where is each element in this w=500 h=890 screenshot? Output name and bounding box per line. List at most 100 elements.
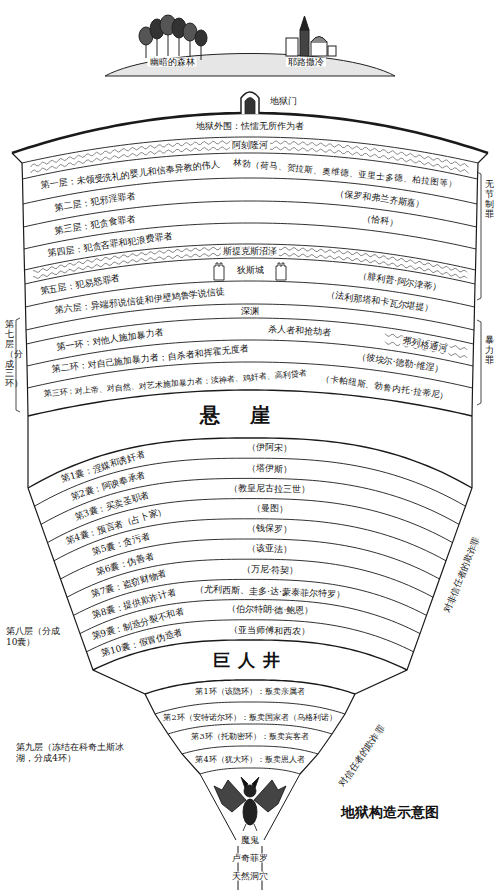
jerusalem-city	[300, 16, 309, 30]
devil-figure	[254, 780, 286, 812]
sin-group-label: 暴力罪	[485, 336, 494, 366]
circle-boundary	[12, 113, 488, 153]
gate-label: 地狱门	[270, 97, 297, 106]
band-label: （该亚法）	[247, 544, 292, 554]
band-label: （万尼·符契）	[241, 565, 298, 575]
hell-gate	[241, 92, 259, 114]
devil-figure	[243, 824, 257, 831]
jerusalem-city	[286, 38, 298, 56]
devil-figure	[243, 799, 257, 825]
band-label: 第1环（该隐环）：叛卖亲属者	[195, 688, 304, 696]
band-label: 第4环（犹大环）：叛卖恩人者	[195, 756, 304, 764]
river-label: 阿刻隆河	[230, 141, 270, 150]
circle-band: 地狱外围：怯懦无所作为者	[12, 109, 488, 167]
circle-band: 第六层：异端邪说信徒和伊壁鸠鲁学说信徒 （法利那塔和卡瓦尔堪提）	[26, 277, 475, 334]
river-label: 弗列格通河	[400, 336, 450, 354]
band-label: 第6囊：伪善者	[95, 551, 155, 576]
band-label: （保罗和弗兰齐斯嘉）	[335, 188, 425, 209]
band-label: 第二层：犯邪淫罪者	[54, 191, 135, 212]
dis-city-tower	[214, 263, 286, 280]
band-label: 第5囊：贪污者	[91, 531, 151, 557]
circle-boundary	[200, 768, 300, 774]
bracket-line	[477, 320, 481, 405]
bracket-line	[16, 172, 481, 412]
band-label: 第10囊：假冒伪造者	[101, 627, 184, 658]
circle-label: 第九层（冻结在科奇土斯冰湖，分成4环）	[16, 742, 138, 765]
circle-outline	[12, 113, 488, 774]
figure-label: 卢奇菲罗	[230, 854, 270, 863]
figure-label: 天然洞穴	[230, 872, 270, 881]
dark-forest	[195, 30, 207, 46]
band-label: 第2环（安特诺尔环）：叛卖国家者（乌格利诺）	[163, 714, 336, 722]
band-label: （伊阿宋）	[247, 443, 292, 453]
band-label: （彼埃尔·德勒·维涅）	[356, 352, 443, 374]
circle-band: 第3环（托勒密环）：叛卖宾客者	[168, 720, 332, 758]
band-label: 第三层：犯贪食罪者	[54, 214, 135, 235]
band-label: 第一层：未领受洗礼的婴儿和信奉异教的伟人	[40, 160, 220, 191]
river-wave	[33, 253, 467, 279]
band-label: 巨人井	[213, 652, 288, 669]
circle-band: 第2环（安特诺尔环）：叛卖国家者（乌格利诺）	[155, 698, 345, 738]
pit-wall	[200, 774, 300, 840]
band-label: 第二环：对自己施加暴力者：自杀者和挥霍无度者	[51, 344, 249, 374]
sin-group-label: 无节制罪	[485, 180, 494, 220]
band-label: 林勃（荷马、贺拉斯、奥维德、亚里士多德、柏拉图等）	[233, 158, 458, 188]
circle-label: 第八层（分成10囊）	[6, 626, 68, 649]
band-label: （法利那塔和卡瓦尔堪提）	[326, 290, 434, 313]
circle-band: 悬崖	[28, 386, 472, 492]
devil-figure	[214, 780, 246, 812]
band-label: （教皇尼古拉三世）	[229, 484, 310, 495]
bracket-line	[477, 172, 481, 300]
river-label: 狄斯城	[235, 265, 266, 274]
band-label: 悬崖	[200, 405, 300, 425]
band-label: 杀人者和抢劫者	[268, 324, 331, 336]
band-label: （尤利西斯、圭多·达·蒙泰菲尔特罗）	[195, 585, 345, 600]
band-label: 第三环：对上帝、对自然、对艺术施加暴力者：渎神者、鸡奸者、高利贷者	[43, 369, 307, 398]
dis-city-tower	[276, 263, 286, 280]
hill	[105, 54, 395, 77]
band-label: 深渊	[241, 307, 259, 316]
funnel-wall	[12, 153, 200, 774]
circle-label: 第七层（分成三环）	[5, 320, 14, 389]
band-label: （钱保罗）	[247, 524, 292, 534]
jerusalem-city	[311, 37, 327, 43]
hell-gate	[241, 92, 259, 114]
hell-gate	[245, 98, 255, 115]
dark-forest	[139, 15, 207, 60]
band-label: 第一环：对他人施加暴力者	[56, 328, 164, 353]
place-label: 幽暗的森林	[148, 58, 197, 67]
caption: 地狱构造示意图	[341, 805, 439, 819]
band-label: 第四层：犯贪吝罪和犯浪费罪者	[47, 231, 173, 258]
devil-figure	[241, 777, 259, 788]
band-label: （腓利普·阿尔津蒂）	[358, 271, 442, 293]
figure-label: 魔鬼	[239, 836, 261, 845]
bracket-line	[16, 318, 20, 412]
jerusalem-city	[311, 42, 327, 56]
band-label: （卡帕纽斯、勃鲁内托·拉蒂尼）	[321, 373, 450, 400]
hill	[105, 54, 395, 77]
circle-band: 第3囊：买卖圣职者（教皇尼古拉三世）	[41, 474, 459, 546]
funnel-wall	[300, 153, 488, 774]
circle-boundary	[28, 438, 472, 488]
band-label: 第五层：犯易怒罪者	[39, 273, 120, 296]
band-label: 第六层：异端邪说信徒和伊壁鸠鲁学说信徒	[55, 287, 226, 315]
band-label: 第3环（托勒密环）：叛卖宾客者	[191, 733, 308, 741]
jerusalem-city	[300, 30, 309, 56]
devil-figure	[214, 777, 286, 831]
jerusalem-city	[286, 16, 336, 56]
band-label: （恰科）	[362, 214, 399, 228]
band-label: （伯尔特朗·德·鲍恩）	[227, 605, 314, 616]
circle-band: 第4环（犹大环）：叛卖恩人者	[182, 742, 318, 778]
circle-boundary	[155, 702, 345, 714]
band-label: （塔伊斯）	[247, 464, 292, 474]
pit-wall	[200, 774, 300, 890]
river-label: 斯提克斯沼泽	[221, 247, 279, 256]
sin-group-label: 对非信任者的欺诈罪	[443, 536, 482, 614]
circle-band: 第二环：对自己施加暴力者：自杀者和挥霍无度者 （彼埃尔·德勒·维涅）	[27, 336, 473, 392]
sin-group-label: 对信任者的欺诈罪	[338, 724, 387, 788]
band-label: （曼图）	[252, 504, 288, 514]
band-label: （亚当师傅和西农）	[229, 625, 310, 636]
band-label: 地狱外围：怯懦无所作为者	[196, 121, 304, 130]
circle-band: 第1环（该隐环）：叛卖亲属者	[145, 676, 355, 718]
